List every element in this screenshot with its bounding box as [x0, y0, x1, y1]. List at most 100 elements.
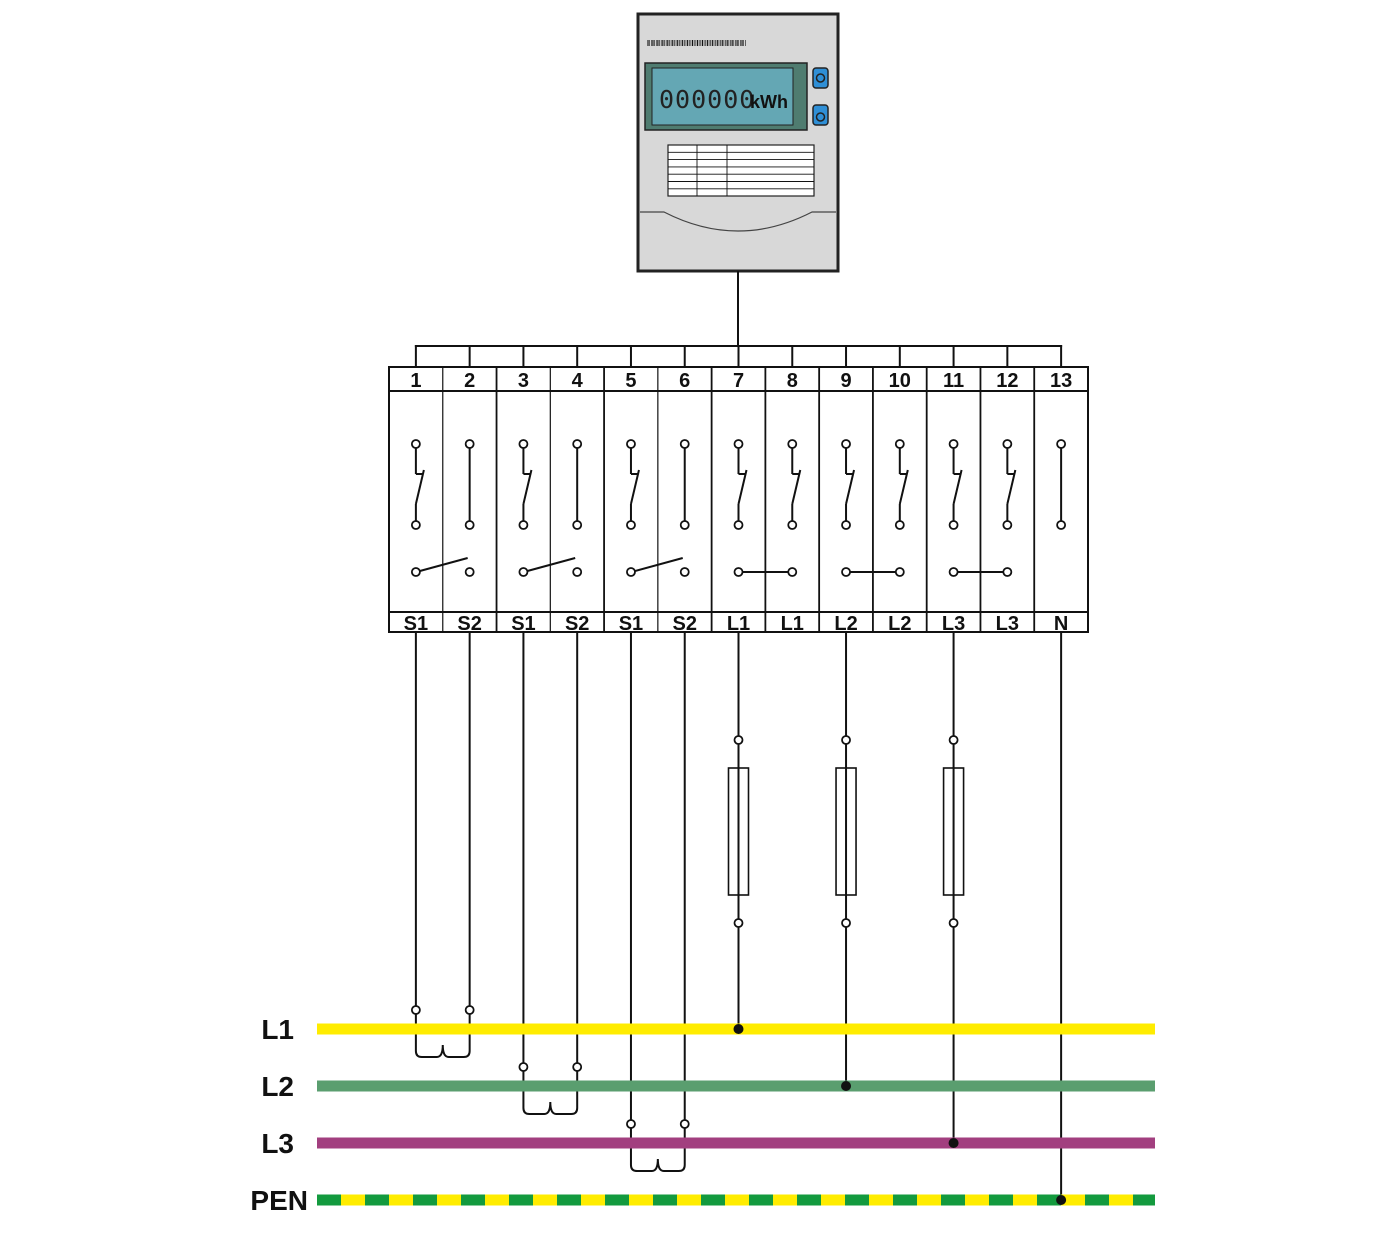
terminal-3: 3S1 — [511, 370, 576, 635]
switch-bottom-point — [948, 520, 959, 530]
terminal-number: 12 — [996, 370, 1018, 392]
terminal-label: S1 — [511, 613, 535, 635]
terminal-label: L3 — [942, 613, 965, 635]
current-transformer-icon — [629, 1128, 686, 1172]
meter-housing — [636, 12, 840, 273]
switch-bottom-point — [841, 520, 851, 530]
meter-display-digits: 000000 — [659, 85, 755, 114]
ct-terminal-point — [410, 1005, 421, 1015]
meter-rating-plate — [667, 144, 815, 197]
ct-terminal-point — [464, 1005, 475, 1015]
bridge-point — [733, 567, 744, 577]
terminal-13: 13N — [1050, 370, 1072, 635]
switch-bottom-point — [626, 520, 636, 530]
switch-blade — [522, 469, 533, 505]
switch-top-point — [948, 439, 959, 449]
bridge-comb — [414, 345, 1063, 367]
switch-bottom-point — [518, 520, 529, 530]
busbars: L1 L2 L3 PEN — [250, 1014, 1155, 1216]
ct-terminal-point — [518, 1062, 529, 1072]
busbar-junction-dot — [733, 1024, 744, 1034]
terminal-label: L1 — [781, 613, 804, 635]
switch-blade — [791, 469, 802, 505]
terminal-label: L2 — [888, 613, 911, 635]
switch-bottom-point — [733, 520, 744, 530]
terminal-8: 8L1 — [781, 370, 804, 635]
bridge-point — [626, 567, 636, 577]
ct-terminal-point — [679, 1119, 690, 1129]
terminal-number: 11 — [943, 370, 964, 392]
terminal-label: L3 — [996, 613, 1019, 635]
bridge-point — [410, 567, 421, 577]
terminal-number: 2 — [464, 370, 475, 392]
terminal-label: L1 — [727, 613, 750, 635]
open-bridge-lever — [527, 557, 576, 572]
terminal-number: 10 — [889, 370, 911, 392]
terminal-label: S2 — [672, 613, 696, 635]
meter-button-down-icon[interactable] — [812, 104, 829, 126]
busbar-label-l1: L1 — [261, 1014, 294, 1045]
open-bridge-lever — [419, 557, 468, 572]
switch-top-point — [572, 439, 583, 449]
meter-button-up-icon[interactable] — [812, 67, 829, 89]
busbar-label-pen: PEN — [250, 1185, 308, 1216]
junction-dots — [733, 1024, 1067, 1205]
switch-top-point — [464, 439, 475, 449]
busbar-label-l2: L2 — [261, 1071, 294, 1102]
switch-top-point — [679, 439, 690, 449]
current-transformer-icon — [414, 1014, 471, 1058]
switch-top-point — [410, 439, 421, 449]
switch-bottom-point — [1056, 520, 1067, 530]
terminal-label: N — [1054, 613, 1068, 635]
bridge-point — [841, 567, 851, 577]
fuse-terminal-point — [733, 918, 744, 928]
energy-meter: 000000 kWh — [636, 12, 840, 346]
switch-top-point — [626, 439, 636, 449]
fuse-terminal-point — [948, 918, 959, 928]
terminal-6: 6S2 — [672, 370, 696, 635]
busbar-junction-dot — [841, 1081, 852, 1091]
terminal-number: 1 — [410, 370, 421, 392]
fuse-terminal-point — [948, 735, 959, 745]
terminal-number: 4 — [572, 370, 584, 392]
fuse-terminal-point — [841, 735, 851, 745]
bridge-point — [1002, 567, 1013, 577]
field-wiring — [410, 632, 1063, 1200]
meter-barcode — [647, 40, 746, 46]
meter-cover-line — [640, 211, 836, 232]
terminal-number: 6 — [679, 370, 690, 392]
terminal-1: 1S1 — [404, 370, 468, 635]
switch-bottom-point — [410, 520, 421, 530]
terminal-number: 7 — [733, 370, 744, 392]
fuse-terminal-point — [733, 735, 744, 745]
switch-blade — [737, 469, 748, 505]
terminal-5: 5S1 — [619, 370, 683, 635]
terminal-number: 3 — [518, 370, 529, 392]
ct-terminal-point — [626, 1119, 636, 1129]
switch-top-point — [518, 439, 529, 449]
switch-bottom-point — [787, 520, 798, 530]
switch-bottom-point — [464, 520, 475, 530]
meter-display-screen — [651, 67, 794, 126]
terminal-7: 7L1 — [727, 370, 789, 635]
switch-blade — [1006, 469, 1017, 505]
switch-top-point — [787, 439, 798, 449]
rating-plate-box — [667, 144, 815, 197]
switch-bottom-point — [894, 520, 905, 530]
ct-terminal-point — [572, 1062, 583, 1072]
meter-unit-label: kWh — [750, 92, 788, 112]
bridge-point — [787, 567, 798, 577]
switch-bottom-point — [1002, 520, 1013, 530]
bridge-point — [518, 567, 529, 577]
terminal-block-frame — [388, 366, 1089, 633]
switch-blade — [414, 469, 425, 505]
switch-top-point — [733, 439, 744, 449]
terminal-number: 5 — [625, 370, 636, 392]
terminal-2: 2S2 — [457, 370, 481, 635]
switch-bottom-point — [572, 520, 583, 530]
bridge-point — [464, 567, 475, 577]
